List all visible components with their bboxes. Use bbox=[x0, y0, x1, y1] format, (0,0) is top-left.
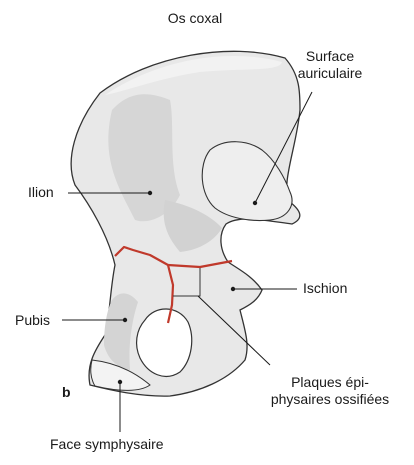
dot-ischion bbox=[231, 287, 235, 291]
dot-pubis bbox=[123, 318, 127, 322]
dot-auriculaire bbox=[253, 201, 257, 205]
label-ischion: Ischion bbox=[303, 280, 347, 297]
dot-face-symphysaire bbox=[118, 380, 122, 384]
label-surface-auriculaire: Surface auriculaire bbox=[275, 48, 385, 82]
label-surface-auriculaire-line1: Surface bbox=[275, 48, 385, 65]
figure-title: Os coxal bbox=[135, 10, 255, 27]
label-face-symphysaire: Face symphysaire bbox=[50, 436, 164, 453]
dot-ilion bbox=[148, 191, 152, 195]
label-pubis: Pubis bbox=[15, 312, 50, 329]
label-plaques-line1: Plaques épi- bbox=[250, 374, 410, 391]
label-ilion: Ilion bbox=[28, 184, 54, 201]
label-plaques-line2: physaires ossifiées bbox=[250, 391, 410, 408]
label-plaques-epiphysaires: Plaques épi- physaires ossifiées bbox=[250, 374, 410, 408]
panel-letter: b bbox=[62, 384, 71, 401]
label-surface-auriculaire-line2: auriculaire bbox=[275, 65, 385, 82]
